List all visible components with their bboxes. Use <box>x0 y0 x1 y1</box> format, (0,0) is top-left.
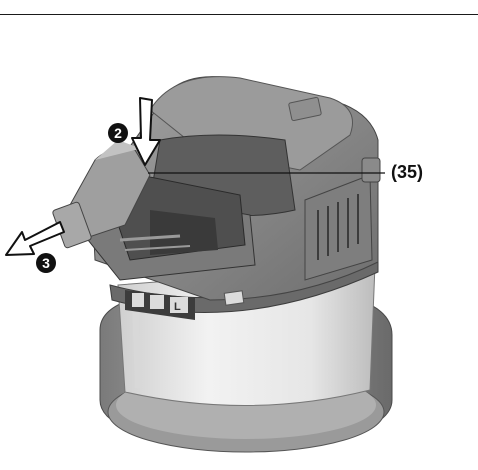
top-divider-line <box>0 14 478 15</box>
filter-class-letter: L <box>174 301 181 313</box>
callout-label: (35) <box>391 162 424 182</box>
battery-pack <box>52 140 151 249</box>
step-2-badge: 2 <box>108 123 128 143</box>
filter-label-plate: L <box>125 290 195 320</box>
release-button <box>223 290 245 306</box>
push-down-arrow <box>131 97 161 166</box>
pull-out-arrow <box>5 221 65 256</box>
step-3-badge: 3 <box>36 253 56 273</box>
